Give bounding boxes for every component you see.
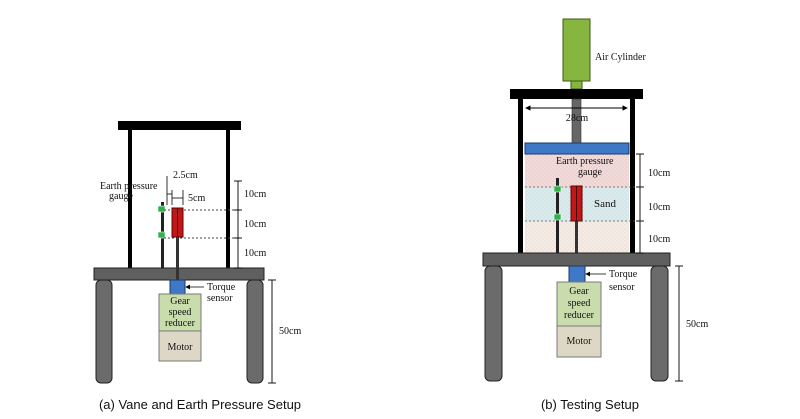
dim-layer-2-label-b: 10cm <box>648 202 670 213</box>
gear-label-a-2: speed <box>169 307 192 318</box>
air-cylinder-label-b: Air Cylinder <box>595 52 646 63</box>
frame-post-right-a <box>226 130 230 269</box>
torque-label-b: Torque <box>609 269 638 280</box>
earth-pressure-gauge-icon-b1 <box>553 185 562 193</box>
loading-plate-b <box>524 142 630 155</box>
gear-label-a-3: reducer <box>165 318 196 329</box>
table-leg-left-b <box>484 265 503 382</box>
caption-b: (b) Testing Setup <box>541 397 639 412</box>
table-leg-right-a <box>246 279 264 384</box>
table-leg-left-a <box>95 279 113 384</box>
sand-label-b: Sand <box>594 198 617 210</box>
earth-pressure-gauge-icon-a2 <box>157 231 166 239</box>
dim-gap-label-a: 2.5cm <box>173 170 198 181</box>
diagram-a: Earth pressure gauge 2.5cm 5cm 10cm 10cm… <box>93 121 301 412</box>
dim-layer-1-label-a: 10cm <box>244 189 266 200</box>
motor-a <box>158 330 202 362</box>
earth-pressure-label-a-2: gauge <box>109 191 133 202</box>
frame-top-beam-b <box>510 89 643 99</box>
dim-layer-2-label-a: 10cm <box>244 219 266 230</box>
frame-post-right-b <box>630 99 635 253</box>
motor-label-b: Motor <box>567 336 593 347</box>
gear-speed-reducer-a <box>158 293 202 332</box>
dim-layer-1-label-b: 10cm <box>648 168 670 179</box>
gear-label-b-2: speed <box>568 298 591 309</box>
diagram-b: Air Cylinder 28cm Earth pressure gauge S… <box>482 18 708 412</box>
earth-pressure-label-b: Earth pressure <box>556 156 614 167</box>
table-leg-right-b <box>650 265 669 382</box>
earth-pressure-label-b-2: gauge <box>578 167 602 178</box>
torque-sensor-b <box>568 265 586 283</box>
air-cylinder-b <box>562 18 591 82</box>
frame-top-beam-a <box>118 121 241 130</box>
dim-layer-3-label-a: 10cm <box>244 248 266 259</box>
torque-label-a-2: sensor <box>207 293 233 304</box>
earth-pressure-gauge-icon-b2 <box>553 213 562 221</box>
torque-label-b-2: sensor <box>609 282 635 293</box>
torque-label-a: Torque <box>207 282 236 293</box>
vane-shaft-b <box>575 221 578 266</box>
gear-label-a-1: Gear <box>170 296 190 307</box>
leg-height-label-a: 50cm <box>279 326 301 337</box>
dim-vane-label-a: 5cm <box>188 193 205 204</box>
caption-a: (a) Vane and Earth Pressure Setup <box>99 397 301 412</box>
motor-label-a: Motor <box>168 342 194 353</box>
earth-pressure-gauge-icon-a1 <box>157 205 166 213</box>
earth-pressure-label-a: Earth pressure <box>100 181 158 192</box>
table-top-b <box>482 252 671 267</box>
frame-post-left-b <box>518 99 523 253</box>
gear-label-b-3: reducer <box>564 310 595 321</box>
torque-sensor-a <box>169 279 186 295</box>
frame-post-left-a <box>128 130 132 269</box>
leg-height-label-b: 50cm <box>686 319 708 330</box>
motor-b <box>556 325 602 358</box>
gear-label-b-1: Gear <box>569 286 589 297</box>
dim-layer-3-label-b: 10cm <box>648 234 670 245</box>
width-label-b: 28cm <box>566 113 588 124</box>
vane-shaft-a <box>176 237 179 281</box>
